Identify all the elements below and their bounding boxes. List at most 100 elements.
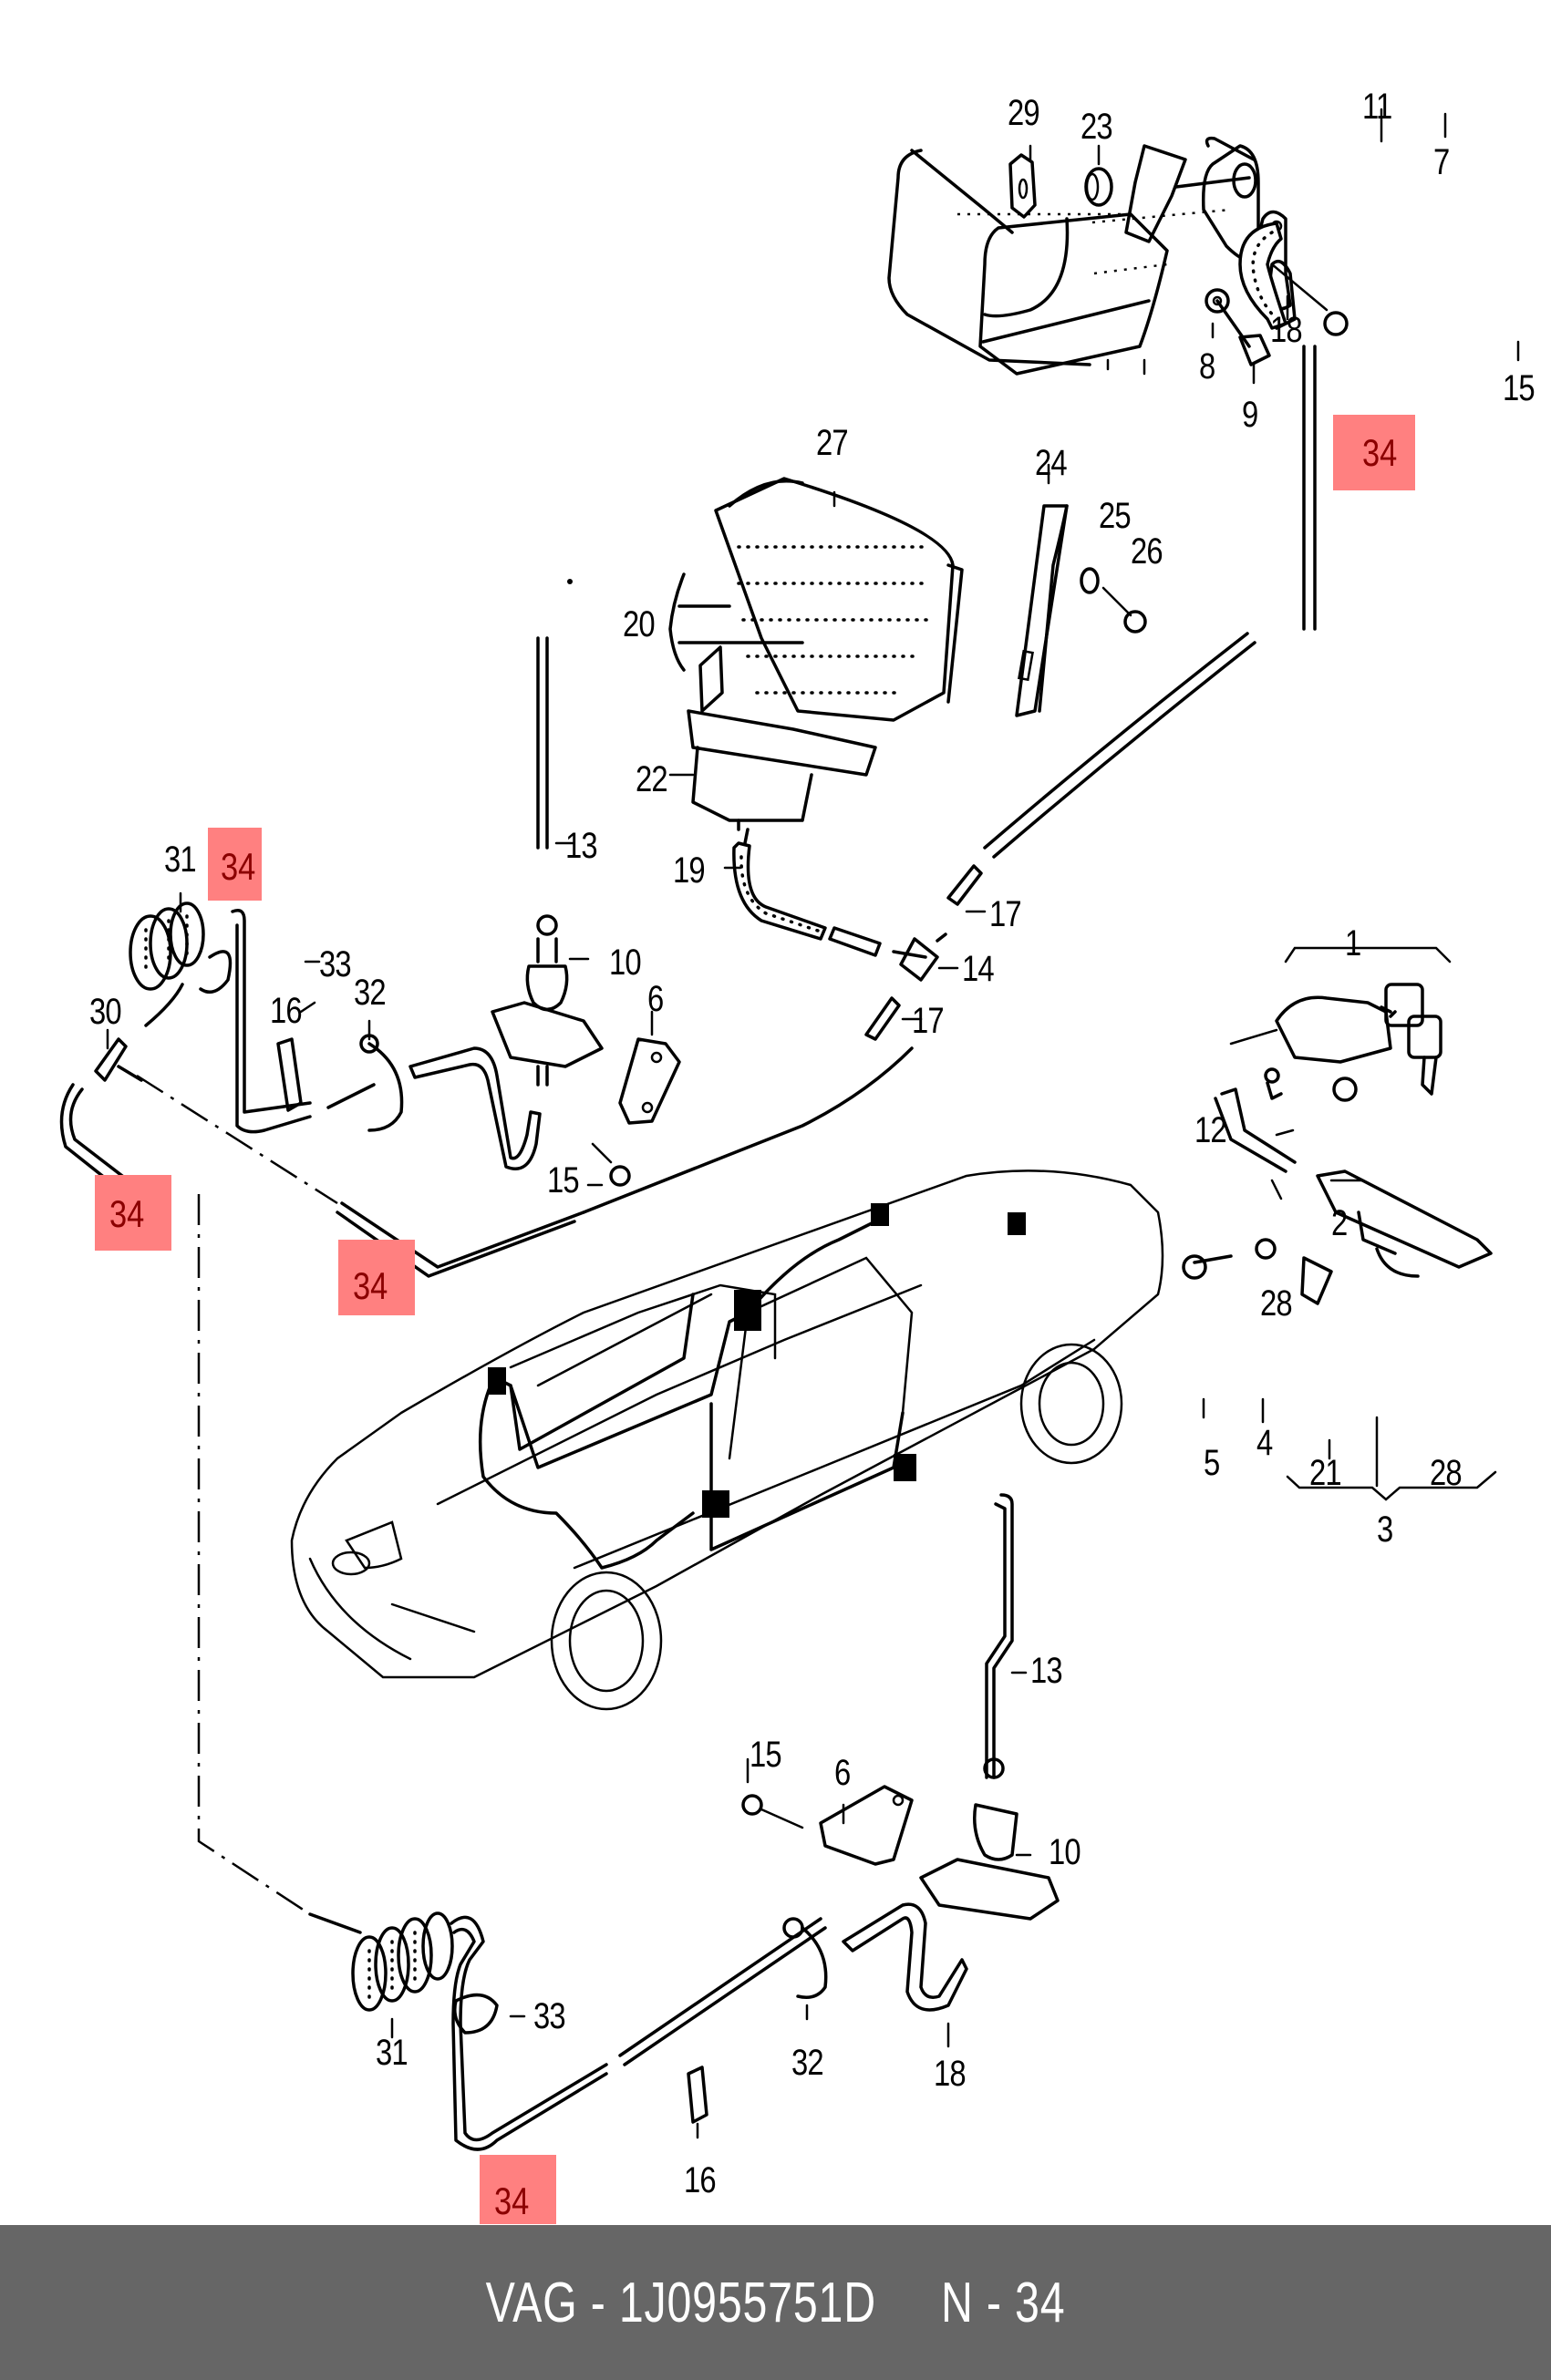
coil-hose-31-upper [129, 902, 205, 991]
bracket-6-upper [618, 1037, 681, 1125]
part-number-footer: VAG - 1J0955751D N - 34 [0, 2225, 1551, 2380]
tee-connector-14 [892, 932, 947, 982]
clip-12 [1264, 1067, 1283, 1100]
washer-reservoir-assembly [887, 149, 1232, 376]
actuator-10-upper [491, 636, 604, 1087]
callout-6-upper: 6 [647, 979, 664, 1019]
highlight-34-label: 34 [109, 1192, 145, 1235]
callout-29: 29 [1008, 93, 1040, 133]
callout-33-upper: 33 [319, 944, 352, 984]
hose-34-curve-b [983, 632, 1249, 850]
pad-21 [1300, 1256, 1333, 1305]
leader-lines [106, 108, 1520, 2139]
washer-8 [1205, 288, 1230, 314]
bracket-20 [668, 572, 804, 713]
callout-1: 1 [1345, 923, 1361, 963]
actuator-10-lower [919, 1757, 1060, 1921]
callout-19: 19 [673, 850, 706, 891]
callout-9: 9 [1242, 395, 1258, 435]
callout-8: 8 [1199, 346, 1215, 386]
callout-16-lower: 16 [684, 2160, 717, 2200]
clamp-32-upper [326, 1034, 404, 1132]
center-line-upper [136, 1074, 338, 1205]
callout-16-upper: 16 [270, 991, 303, 1031]
highlight-34-label: 34 [494, 2179, 530, 2222]
callout-13-upper: 13 [565, 826, 598, 866]
callout-20: 20 [623, 604, 656, 644]
highlight-34-label: 34 [1362, 431, 1398, 474]
highlight-34-bottom[interactable]: 34 [480, 2155, 556, 2224]
highlight-34-left[interactable]: 34 [95, 1175, 171, 1251]
callout-27: 27 [816, 423, 849, 463]
callout-31-lower: 31 [376, 2033, 408, 2073]
highlight-34-center[interactable]: 34 [338, 1240, 415, 1315]
hose-34-left [59, 1083, 148, 1205]
hose-34-lower [450, 1915, 827, 2151]
callout-4: 4 [1256, 1423, 1273, 1463]
nut-2 [1332, 1077, 1358, 1102]
hose-18-upper [408, 1046, 542, 1170]
callout-15-top: 15 [1503, 368, 1535, 408]
callout-10-lower: 10 [1049, 1832, 1081, 1872]
hose-17-lower [864, 996, 901, 1041]
hose-18-lower [842, 1902, 968, 2012]
hose-34-mid [340, 1201, 585, 1269]
callout-33-lower: 33 [533, 1996, 566, 2036]
clamp-33-upper [199, 950, 233, 994]
highlight-34-top-right[interactable]: 34 [1333, 415, 1415, 490]
callout-21: 21 [1309, 1453, 1342, 1493]
grommet-23 [1084, 167, 1113, 207]
callout-26: 26 [1131, 531, 1163, 572]
callout-2: 2 [1331, 1203, 1348, 1243]
callout-13-lower: 13 [1030, 1651, 1063, 1691]
callout-25: 25 [1099, 496, 1132, 536]
clip-16-upper [276, 1037, 303, 1112]
parts-diagram [59, 108, 1520, 2151]
t-connector-30 [94, 983, 184, 1082]
highlight-34-upper-left[interactable]: 34 [208, 828, 262, 901]
callout-15-lower: 15 [750, 1735, 782, 1775]
callout-17-upper: 17 [989, 894, 1022, 934]
lock-housing-3 [1316, 1169, 1493, 1278]
mounting-nut-29 [1008, 153, 1037, 219]
callout-18-top: 18 [1270, 310, 1303, 350]
center-line-vertical [197, 1194, 311, 1916]
screw-15-upper [591, 1142, 631, 1187]
hose-18-top [1238, 222, 1287, 330]
callout-18-lower: 18 [934, 2054, 967, 2094]
hose-13-lower [985, 1493, 1014, 1779]
callout-12: 12 [1194, 1110, 1227, 1150]
callout-31-upper: 31 [164, 840, 197, 880]
callout-7: 7 [1433, 142, 1450, 182]
hose-34-mid-long [582, 1046, 914, 1214]
callout-5: 5 [1204, 1443, 1220, 1483]
callout-28-lower: 28 [1430, 1453, 1463, 1493]
cover-strip-24 [1015, 504, 1069, 717]
screw-26 [1101, 586, 1147, 634]
callout-15-upper: 15 [547, 1160, 580, 1200]
callout-6-lower: 6 [834, 1753, 851, 1793]
bracket-mount [1124, 144, 1257, 243]
callout-22: 22 [636, 759, 668, 799]
bolt-9 [1215, 299, 1271, 366]
callout-11: 11 [1362, 87, 1392, 127]
callout-32-upper: 32 [354, 973, 387, 1013]
bracket-6-lower [819, 1785, 914, 1866]
hose-34-curve [992, 641, 1256, 859]
callout-17-lower: 17 [912, 1001, 945, 1041]
callout-10-upper: 10 [609, 943, 642, 983]
lock-cylinder-1 [1229, 946, 1452, 1096]
housing-22 [687, 709, 877, 854]
callout-32-lower: 32 [791, 2043, 824, 2083]
callout-24: 24 [1035, 443, 1068, 483]
coil-hose-31-lower [308, 1911, 454, 2012]
screw-15-lower [741, 1794, 804, 1829]
washer-25 [1080, 567, 1100, 594]
highlight-34-label: 34 [221, 845, 256, 888]
hose-34-left-u [231, 909, 312, 1134]
highlight-34-label: 34 [353, 1264, 388, 1307]
callout-3: 3 [1377, 1509, 1393, 1550]
hose-17-upper [946, 864, 983, 906]
speck-dot [567, 579, 573, 584]
headlight-27 [714, 477, 964, 722]
